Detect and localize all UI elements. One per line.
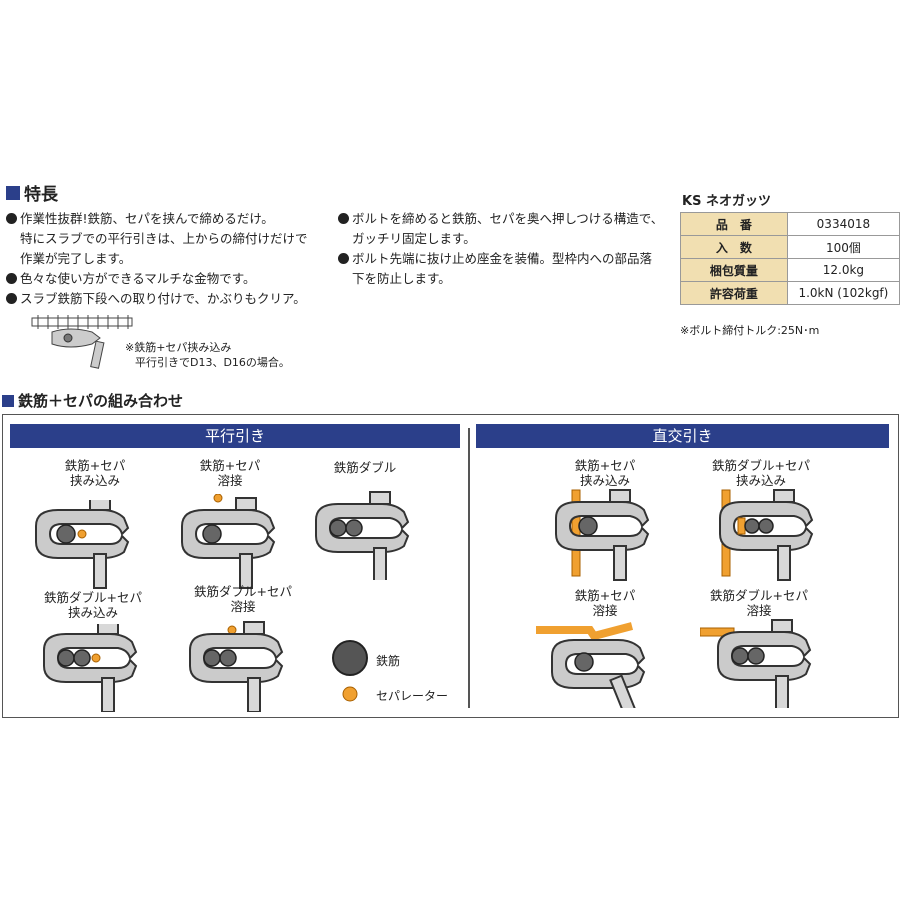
combo-label: 鉄筋+セパ挟み込み bbox=[40, 458, 150, 488]
feature-text: 作業が完了します。 bbox=[20, 251, 132, 266]
spec-value: 100個 bbox=[786, 235, 900, 259]
parallel-banner: 平行引き bbox=[10, 424, 460, 448]
combo-label: 鉄筋ダブル+セパ溶接 bbox=[178, 584, 308, 614]
feature-text: スラブ鉄筋下段への取り付けで、かぶりもクリア。 bbox=[20, 291, 306, 306]
slab-note-line: 平行引きでD13、D16の場合。 bbox=[135, 356, 290, 369]
heading-square-icon bbox=[2, 394, 14, 407]
bullet-icon bbox=[6, 293, 17, 304]
combo-label-line: 挟み込み bbox=[579, 473, 630, 488]
combo-label-line: 溶接 bbox=[217, 473, 243, 488]
spec-key: 品 番 bbox=[680, 212, 788, 236]
combo-label-line: 鉄筋+セパ bbox=[199, 458, 261, 473]
clamp-rebar-sepa-weld bbox=[181, 494, 275, 589]
combos-title: 鉄筋＋セパの組み合わせ bbox=[18, 392, 184, 410]
feature-item: スラブ鉄筋下段への取り付けで、かぶりもクリア。 bbox=[6, 289, 308, 309]
clamp-perp-double-rebar-sepa-weld bbox=[700, 619, 811, 708]
feature-text: 特にスラブでの平行引きは、上からの締付けだけで bbox=[20, 231, 308, 246]
combo-label: 鉄筋ダブル+セパ挟み込み bbox=[28, 590, 158, 620]
slab-note: ※鉄筋+セパ挟み込み 平行引きでD13、D16の場合。 bbox=[125, 340, 290, 370]
features-left-list: 作業性抜群!鉄筋、セパを挟んで締めるだけ。 特にスラブでの平行引きは、上からの締… bbox=[6, 209, 308, 309]
feature-text: ガッチリ固定します。 bbox=[352, 231, 476, 246]
feature-text: ボルト先端に抜け止め座金を装備。型枠内への部品落 bbox=[352, 251, 653, 266]
combo-label: 鉄筋+セパ溶接 bbox=[550, 588, 660, 618]
perpendicular-banner: 直交引き bbox=[476, 424, 889, 448]
feature-text: ボルトを締めると鉄筋、セパを奥へ押しつける構造で、 bbox=[352, 211, 664, 226]
bullet-icon bbox=[6, 273, 17, 284]
spec-value: 0334018 bbox=[786, 212, 900, 236]
features-heading: 特長 bbox=[6, 180, 58, 205]
spec-key: 入 数 bbox=[680, 235, 788, 259]
combo-label: 鉄筋+セパ溶接 bbox=[180, 458, 280, 488]
clamp-perp-rebar-sepa-weld bbox=[536, 622, 646, 708]
feature-item: 色々な使い方ができるマルチな金物です。 bbox=[6, 269, 308, 289]
panel-divider bbox=[468, 428, 470, 708]
clamp-perp-rebar-sepa-sandwich bbox=[555, 489, 649, 581]
combo-label: 鉄筋ダブル+セパ溶接 bbox=[694, 588, 824, 618]
combo-label-line: 挟み込み bbox=[67, 605, 118, 620]
clamp-double-rebar-sepa-weld bbox=[189, 621, 283, 712]
clamp-perp-double-rebar-sepa-sandwich bbox=[719, 489, 813, 581]
slab-note-line: ※鉄筋+セパ挟み込み bbox=[125, 341, 232, 354]
feature-text: 作業性抜群!鉄筋、セパを挟んで締めるだけ。 bbox=[20, 211, 274, 226]
spec-value: 1.0kN (102kgf) bbox=[786, 281, 900, 305]
combo-label-line: 鉄筋+セパ bbox=[574, 458, 636, 473]
features-title: 特長 bbox=[24, 185, 58, 205]
bullet-icon bbox=[338, 213, 349, 224]
combo-label-line: 溶接 bbox=[746, 603, 772, 618]
combo-label: 鉄筋ダブル bbox=[333, 460, 397, 475]
slab-rebar-illustration bbox=[31, 315, 133, 369]
separator-legend-icon bbox=[342, 686, 358, 702]
feature-text: 下を防止します。 bbox=[352, 271, 451, 286]
rebar-legend-icon bbox=[332, 640, 368, 676]
combo-label-line: 鉄筋ダブル+セパ bbox=[194, 584, 292, 599]
combo-label-line: 鉄筋+セパ bbox=[574, 588, 636, 603]
combos-panel bbox=[2, 414, 899, 718]
combo-label: 鉄筋+セパ挟み込み bbox=[550, 458, 660, 488]
spec-value: 12.0kg bbox=[786, 258, 900, 282]
bullet-icon bbox=[6, 213, 17, 224]
spec-note: ※ボルト締付トルク:25N･m bbox=[680, 324, 820, 337]
legend-rebar-label: 鉄筋 bbox=[376, 654, 401, 668]
combo-label-line: 鉄筋ダブル+セパ bbox=[710, 588, 808, 603]
spec-key: 許容荷重 bbox=[680, 281, 788, 305]
combos-heading: 鉄筋＋セパの組み合わせ bbox=[2, 390, 183, 411]
combo-label: 鉄筋ダブル+セパ挟み込み bbox=[696, 458, 826, 488]
clamp-rebar-sepa-sandwich bbox=[35, 500, 129, 589]
clamp-double-rebar-sepa-sandwich bbox=[43, 624, 137, 712]
combo-label-line: 溶接 bbox=[592, 603, 618, 618]
legend-separator-label: セパレーター bbox=[376, 689, 449, 703]
feature-text: 色々な使い方ができるマルチな金物です。 bbox=[20, 271, 256, 286]
combo-label-line: 鉄筋+セパ bbox=[64, 458, 126, 473]
spec-key: 梱包質量 bbox=[680, 258, 788, 282]
heading-square-icon bbox=[6, 185, 20, 200]
features-right-list: ボルトを締めると鉄筋、セパを奥へ押しつける構造で、 ガッチリ固定します。 ボルト… bbox=[338, 209, 663, 289]
combo-label-line: 挟み込み bbox=[735, 473, 786, 488]
combo-label-line: 鉄筋ダブル+セパ bbox=[712, 458, 810, 473]
feature-item: ボルトを締めると鉄筋、セパを奥へ押しつける構造で、 bbox=[338, 209, 663, 229]
feature-item: ボルト先端に抜け止め座金を装備。型枠内への部品落 bbox=[338, 249, 663, 269]
bullet-icon bbox=[338, 253, 349, 264]
combo-label-line: 鉄筋ダブル+セパ bbox=[44, 590, 142, 605]
combo-label-line: 挟み込み bbox=[69, 473, 120, 488]
combo-label-line: 溶接 bbox=[230, 599, 256, 614]
spec-title: KS ネオガッツ bbox=[682, 194, 771, 209]
feature-item: 作業性抜群!鉄筋、セパを挟んで締めるだけ。 bbox=[6, 209, 308, 229]
clamp-double-rebar bbox=[315, 491, 409, 580]
